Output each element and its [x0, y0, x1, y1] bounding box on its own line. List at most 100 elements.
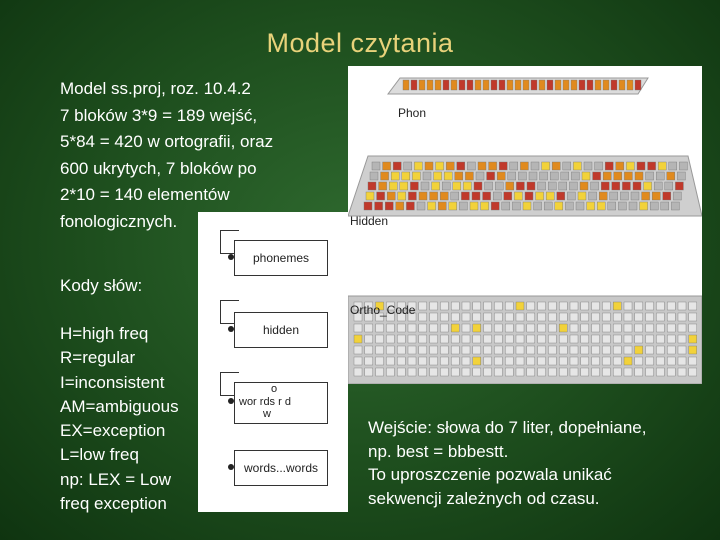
layer-unit: [386, 367, 395, 377]
layer-unit: [353, 334, 363, 344]
layer-unit: [474, 79, 482, 91]
layer-unit: [418, 191, 428, 201]
layer-unit: [429, 312, 438, 322]
layer-unit: [452, 181, 462, 191]
layer-unit: [636, 161, 646, 171]
layer-unit: [569, 181, 578, 191]
layer-unit: [569, 345, 579, 355]
layer-unit: [580, 334, 590, 344]
layer-unit: [622, 181, 631, 191]
hidden-label: Hidden: [350, 214, 389, 228]
layer-unit: [548, 367, 557, 377]
layer-unit: [364, 334, 373, 344]
layer-unit: [579, 181, 589, 191]
layer-unit: [461, 345, 471, 355]
layer-unit: [429, 367, 438, 377]
layer-unit: [639, 201, 648, 211]
layer-unit: [602, 367, 611, 377]
layer-unit: [613, 171, 622, 181]
layer-unit: [367, 181, 377, 191]
layer-unit: [364, 323, 373, 333]
layer-unit: [407, 334, 417, 344]
layer-unit: [386, 356, 395, 366]
layer-unit: [375, 367, 384, 377]
layer-unit: [375, 345, 384, 355]
layers-visualization: Phon Hidden Ortho_Code: [348, 66, 702, 384]
layer-unit: [516, 181, 525, 191]
layer-unit: [387, 191, 396, 201]
layer-unit: [618, 79, 626, 91]
layer-unit: [526, 312, 536, 322]
layer-unit: [543, 201, 553, 211]
code-item: L=low freq: [60, 445, 139, 465]
layer-unit: [490, 201, 500, 211]
layer-unit: [504, 345, 514, 355]
layer-unit: [645, 301, 654, 311]
layer-unit: [677, 356, 687, 366]
layer-unit: [397, 301, 406, 311]
layer-unit: [580, 356, 590, 366]
layer-unit: [537, 323, 546, 333]
layer-unit: [650, 201, 659, 211]
layer-unit: [634, 312, 643, 322]
layer-unit: [592, 171, 601, 181]
layer-unit: [472, 345, 482, 355]
layer-unit: [459, 201, 468, 211]
connection-dot: [228, 254, 234, 260]
layer-unit: [558, 356, 568, 366]
layer-unit: [526, 323, 536, 333]
hidden-layer-box: hidden: [234, 312, 328, 348]
layer-unit: [558, 367, 568, 377]
layer-unit: [472, 334, 482, 344]
layer-unit: [477, 161, 487, 171]
layer-unit: [548, 356, 557, 366]
layer-unit: [591, 367, 600, 377]
layer-unit: [448, 201, 458, 211]
layer-unit: [389, 181, 398, 191]
layer-unit: [440, 312, 449, 322]
layer-unit: [386, 301, 395, 311]
layer-unit: [494, 345, 503, 355]
layer-unit: [668, 161, 677, 171]
layer-unit: [515, 334, 525, 344]
word-codes-list: H=high freq R=regular I=inconsistent AM=…: [60, 322, 179, 516]
layer-unit: [634, 345, 643, 355]
layer-unit: [482, 191, 491, 201]
layer-unit: [605, 161, 614, 171]
ortho-label: Ortho_Code: [350, 303, 416, 317]
layer-unit: [424, 161, 434, 171]
layer-unit: [537, 367, 546, 377]
layer-unit: [602, 345, 611, 355]
layer-unit: [618, 201, 627, 211]
layer-unit: [483, 312, 492, 322]
layer-unit: [580, 367, 590, 377]
layer-unit: [418, 312, 428, 322]
layer-unit: [407, 356, 417, 366]
intro-line: fonologicznych.: [60, 211, 178, 231]
layer-unit: [645, 356, 654, 366]
layer-unit: [548, 312, 557, 322]
layer-unit: [454, 171, 464, 181]
layer-unit: [475, 171, 485, 181]
layer-unit: [506, 79, 514, 91]
layer-unit: [654, 181, 663, 191]
layer-unit: [538, 79, 546, 91]
layer-unit: [581, 171, 591, 181]
layer-unit: [634, 367, 643, 377]
layer-unit: [645, 334, 654, 344]
layer-unit: [418, 356, 428, 366]
recurrent-loop: [220, 372, 239, 396]
layer-unit: [483, 367, 492, 377]
layer-unit: [562, 161, 572, 171]
layer-unit: [645, 312, 654, 322]
layer-unit: [363, 201, 373, 211]
layer-unit: [594, 79, 602, 91]
layer-unit: [378, 181, 387, 191]
layer-unit: [441, 181, 451, 191]
layer-unit: [586, 79, 594, 91]
layer-unit: [429, 345, 438, 355]
layer-unit: [386, 323, 395, 333]
layer-unit: [580, 312, 590, 322]
layer-unit: [667, 356, 676, 366]
layer-unit: [548, 345, 557, 355]
